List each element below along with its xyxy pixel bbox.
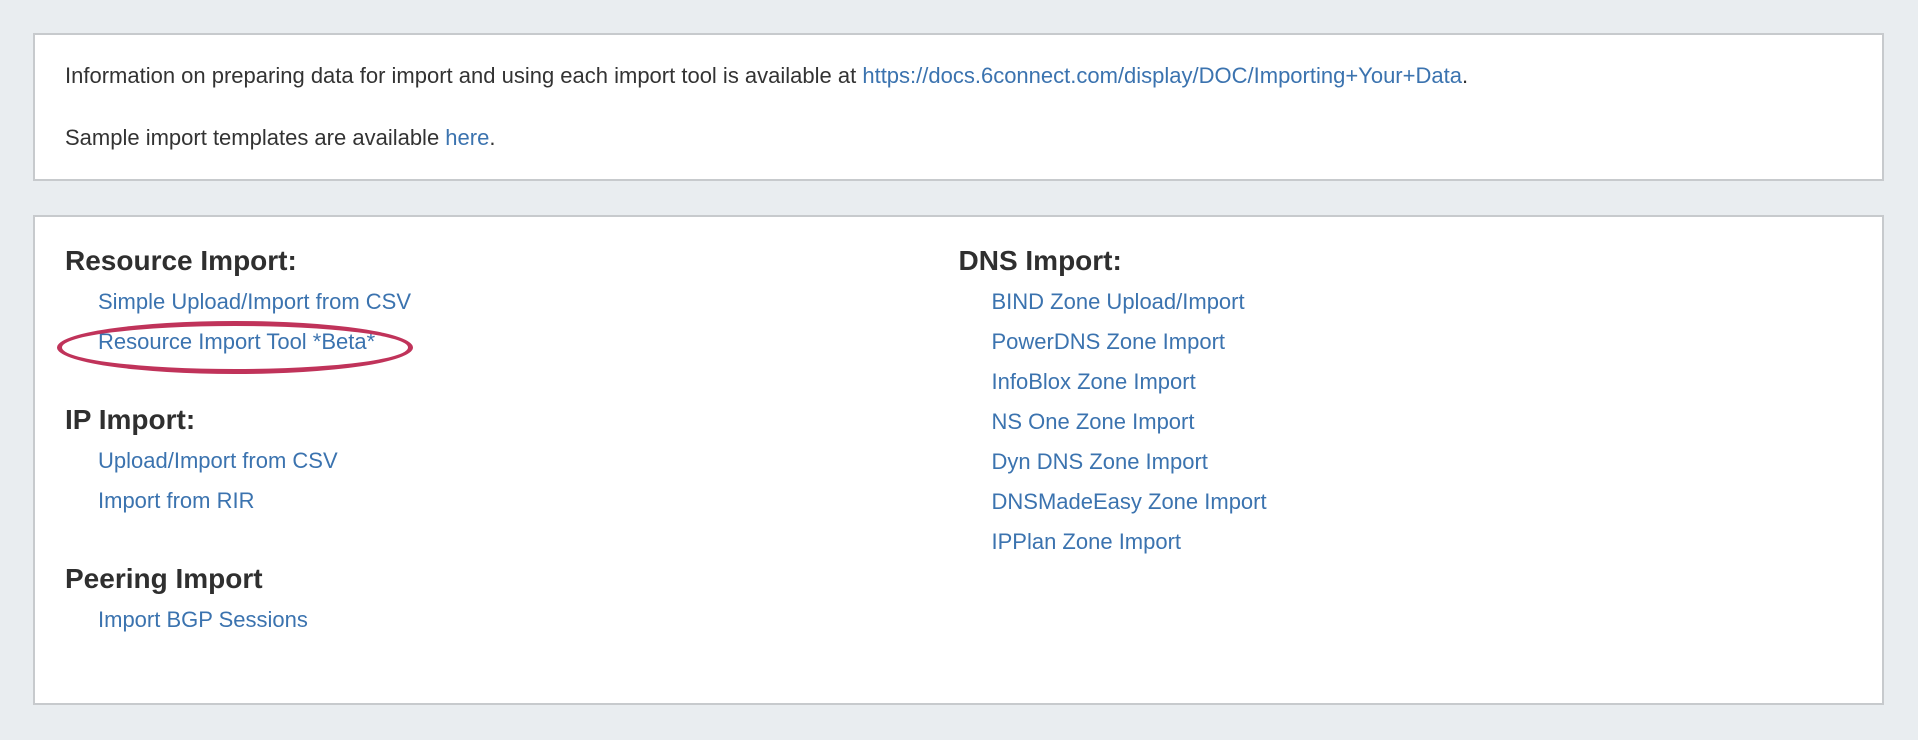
bind-zone-upload-import-link[interactable]: BIND Zone Upload/Import [991,289,1245,314]
sample-templates-here-link[interactable]: here [445,125,490,150]
simple-upload-import-csv-link[interactable]: Simple Upload/Import from CSV [98,289,411,314]
beta-link-annotation-wrap: Resource Import Tool *Beta* [57,321,414,374]
info-panel: Information on preparing data for import… [33,33,1884,181]
ip-import-links: Upload/Import from CSV Import from RIR [65,441,959,521]
link-row: DNSMadeEasy Zone Import [992,482,1853,522]
import-panel: Resource Import: Simple Upload/Import fr… [33,215,1884,705]
import-bgp-sessions-link[interactable]: Import BGP Sessions [98,607,308,632]
link-row: Import from RIR [98,481,959,521]
dns-import-links: BIND Zone Upload/Import PowerDNS Zone Im… [959,282,1853,562]
link-row: IPPlan Zone Import [992,522,1853,562]
info-line-1: Information on preparing data for import… [65,63,1852,89]
info-line-1-text: Information on preparing data for import… [65,63,863,88]
link-row: Resource Import Tool *Beta* [57,321,959,374]
docs-import-url-link[interactable]: https://docs.6connect.com/display/DOC/Im… [862,63,1462,88]
ns-one-zone-import-link[interactable]: NS One Zone Import [991,409,1195,434]
link-row: BIND Zone Upload/Import [992,282,1853,322]
import-panel-left-column: Resource Import: Simple Upload/Import fr… [57,245,959,640]
link-row: PowerDNS Zone Import [992,322,1853,362]
section-heading-ip-import: IP Import: [65,404,196,435]
info-line-2: Sample import templates are available he… [65,125,1852,151]
resource-import-tool-beta-link[interactable]: Resource Import Tool *Beta* [98,329,376,354]
section-heading-dns-import: DNS Import: [958,245,1122,276]
ip-upload-import-csv-link[interactable]: Upload/Import from CSV [98,448,338,473]
infoblox-zone-import-link[interactable]: InfoBlox Zone Import [991,369,1196,394]
import-panel-right-column: DNS Import: BIND Zone Upload/Import Powe… [959,247,1853,562]
ipplan-zone-import-link[interactable]: IPPlan Zone Import [991,529,1182,554]
section-heading-peering-import: Peering Import [65,563,263,594]
dnsmadeeasy-zone-import-link[interactable]: DNSMadeEasy Zone Import [991,489,1267,514]
info-line-2-period: . [489,125,496,150]
peering-import-links: Import BGP Sessions [65,600,959,640]
link-row: Dyn DNS Zone Import [992,442,1853,482]
link-row: Import BGP Sessions [98,600,959,640]
link-row: Simple Upload/Import from CSV [98,282,959,322]
link-row: Upload/Import from CSV [98,441,959,481]
resource-import-links: Simple Upload/Import from CSV Resource I… [57,282,959,374]
dyn-dns-zone-import-link[interactable]: Dyn DNS Zone Import [991,449,1208,474]
section-heading-resource-import: Resource Import: [65,245,297,276]
import-from-rir-link[interactable]: Import from RIR [98,488,255,513]
info-line-2-text: Sample import templates are available [65,125,446,150]
link-row: InfoBlox Zone Import [992,362,1853,402]
powerdns-zone-import-link[interactable]: PowerDNS Zone Import [991,329,1226,354]
info-line-1-period: . [1461,63,1469,88]
link-row: NS One Zone Import [992,402,1853,442]
